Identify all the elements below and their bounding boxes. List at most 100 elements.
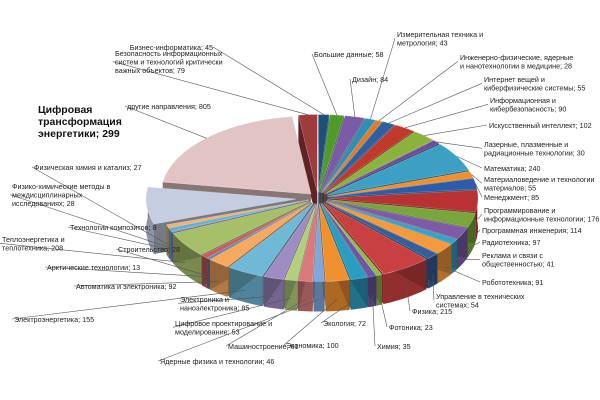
pie-slice-21 [321, 202, 377, 278]
leader-line-4 [370, 38, 396, 120]
pie-slice-29 [209, 202, 312, 268]
slice-label-14: Программная инженерия; 114 [482, 226, 582, 235]
leader-line-27 [177, 295, 274, 304]
leader-line-25 [225, 298, 306, 347]
leader-line-23 [283, 298, 338, 346]
leader-line-24 [157, 299, 320, 362]
slice-label-28: Электроэнергетика; 155 [14, 315, 94, 324]
slice-label-21: Химия; 35 [377, 342, 411, 351]
leader-lines [0, 38, 489, 362]
pie-slice-2 [318, 114, 345, 193]
pie-slice-18 [325, 201, 438, 259]
slice-label-24: Ядерные физика и технологии; 46 [160, 357, 274, 366]
slice-label-3: Дизайн; 84 [352, 75, 388, 84]
slice-label-35: Физическая химия и катализ; 27 [34, 163, 142, 172]
pie-slice-16 [326, 200, 458, 245]
pie-slice-10 [326, 143, 470, 196]
pie-slice-34 [168, 199, 309, 232]
leader-line-9 [436, 141, 483, 149]
leader-line-30 [44, 266, 209, 278]
pie-slice-23 [318, 203, 350, 282]
pie-slice-20 [321, 202, 383, 276]
slice-label-10: Математика; 240 [484, 164, 541, 173]
slice-label-33: Технологии композитов; 8 [70, 223, 156, 232]
slice-label-8: Искусственный интеллект; 102 [489, 121, 592, 130]
pie-slice-17 [325, 201, 452, 254]
pie-slice-22 [320, 203, 369, 281]
leader-line-11 [471, 174, 483, 184]
pie-slice-19 [323, 202, 428, 275]
leader-line-28 [11, 290, 246, 320]
leader-line-21 [372, 294, 376, 347]
leader-line-32 [0, 243, 186, 263]
leader-line-19 [406, 285, 411, 312]
leader-line-5 [378, 61, 459, 122]
leader-line-14 [471, 229, 481, 239]
leader-line-26 [172, 298, 291, 328]
leader-line-31 [115, 248, 205, 276]
slice-label-19: Физика; 215 [412, 307, 452, 316]
pie-slice-4 [321, 117, 376, 193]
leader-line-20 [379, 293, 388, 328]
leader-line-13 [477, 214, 483, 220]
pie-slice-32 [172, 200, 310, 256]
pie-slice-25 [297, 203, 318, 282]
pie-slice-13 [327, 189, 479, 213]
slice-wall-36 [146, 187, 154, 254]
slice-wall-24 [313, 281, 325, 312]
leader-line-17 [444, 266, 481, 283]
leader-line-29 [73, 281, 219, 287]
leader-line-3 [349, 78, 356, 117]
slice-label-17: Робототехника; 91 [482, 278, 543, 287]
pie-slice-26 [284, 203, 317, 282]
pie-slice-14 [327, 199, 476, 228]
pie-slice-11 [327, 170, 474, 197]
leader-line-38 [112, 61, 308, 115]
pie-slice-7 [323, 124, 415, 194]
leader-line-22 [320, 296, 360, 324]
leader-line-7 [404, 104, 489, 129]
leader-line-2 [311, 53, 338, 116]
pie-slice-35 [165, 199, 309, 229]
pie-slice-36 [145, 186, 297, 225]
pie-slice-6 [322, 121, 396, 194]
pie-slice-33 [170, 199, 309, 233]
pie-slice-24 [313, 203, 325, 282]
leader-line-34 [9, 194, 171, 249]
slice-label-37: другие направления; 805 [127, 102, 211, 111]
slice-label-30: Арктические технологии; 13 [47, 263, 140, 272]
pie-slice-30 [206, 201, 312, 260]
slice-label-2: Большие данные; 58 [314, 50, 384, 59]
leader-line-37 [124, 105, 207, 139]
pie-slice-15 [326, 200, 468, 240]
leader-line-6 [388, 83, 483, 124]
pie-slice-27 [263, 203, 316, 280]
slice-label-29: Автоматика и электроника; 92 [76, 282, 177, 291]
slice-label-23: Экономика; 100 [286, 341, 339, 350]
leader-line-12 [475, 183, 483, 198]
leader-line-8 [424, 124, 488, 136]
slice-label-12: Менеджмент; 85 [484, 193, 539, 202]
slice-labels: Бизнес-информатика; 45 Большие данные; 58… [2, 30, 599, 366]
slice-label-20: Фотоника; 23 [389, 323, 433, 332]
slice-label-25: Машиностроение; 61 [228, 342, 299, 351]
leader-line-33 [67, 226, 172, 251]
slice-label-1: Бизнес-информатика; 45 [130, 43, 213, 52]
slice-label-31: Строительство; 28 [118, 245, 180, 254]
leader-line-1 [212, 46, 324, 115]
pie-slice-37 [162, 116, 312, 195]
pie-slice-12 [327, 178, 478, 198]
